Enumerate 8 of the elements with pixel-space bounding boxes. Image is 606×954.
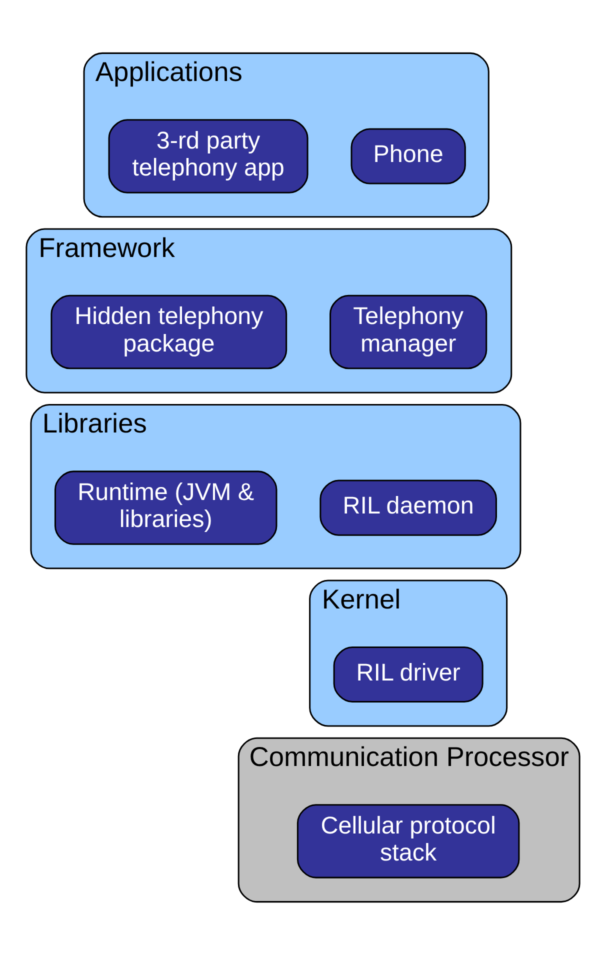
node-box: 3-rd party telephony app — [108, 118, 308, 193]
node-box: Cellular protocol stack — [296, 804, 520, 878]
node-box: RIL daemon — [320, 479, 497, 536]
node-box: Phone — [350, 128, 466, 184]
node-box: Telephony manager — [330, 294, 488, 369]
node-box: Hidden telephony package — [50, 294, 288, 369]
node-box: Runtime (JVM & libraries) — [54, 470, 278, 544]
node-box: RIL driver — [333, 646, 484, 702]
